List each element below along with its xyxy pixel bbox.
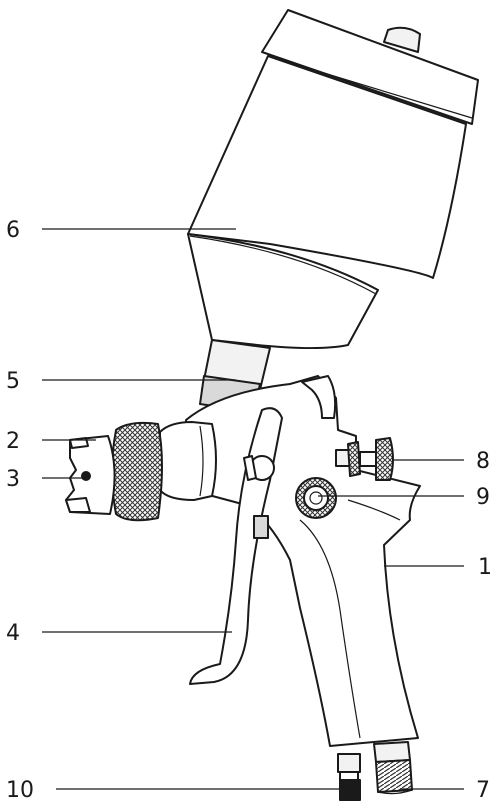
barrel <box>159 421 217 501</box>
callout-9: 9 <box>476 485 490 510</box>
callout-7: 7 <box>476 778 490 803</box>
pattern-adjust-knob <box>335 437 394 481</box>
air-cap <box>65 435 116 515</box>
spray-gun-illustration <box>65 9 479 801</box>
knurled-ring <box>111 421 163 522</box>
gun-body <box>185 375 421 747</box>
air-regulator-valve <box>337 753 361 801</box>
callout-1: 1 <box>478 555 492 580</box>
paint-cup <box>187 9 479 350</box>
callout-numbers: 6 5 2 3 4 10 8 9 1 7 <box>6 218 492 803</box>
callout-5: 5 <box>6 369 20 394</box>
adjustment-dial <box>253 477 337 539</box>
trigger <box>189 407 283 685</box>
callout-3: 3 <box>6 467 20 492</box>
callout-6: 6 <box>6 218 20 243</box>
callout-4: 4 <box>6 621 20 646</box>
callout-8: 8 <box>476 449 490 474</box>
air-cap-hole <box>81 471 91 481</box>
callout-10: 10 <box>6 778 34 803</box>
callout-2: 2 <box>6 429 20 454</box>
air-inlet-fitting <box>373 741 413 795</box>
callout-leaders <box>42 228 464 790</box>
